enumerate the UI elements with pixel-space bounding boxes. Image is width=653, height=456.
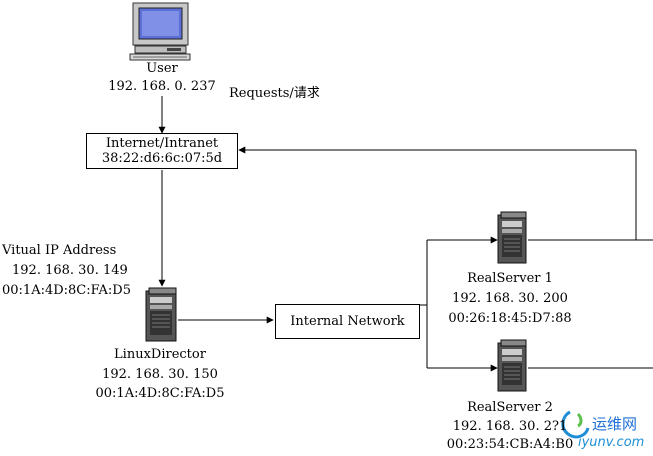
realserver2-mac: 00:23:54:CB:A4:B0 xyxy=(446,437,574,452)
realserver1-ip: 192. 168. 30. 200 xyxy=(452,291,568,306)
watermark-url: iyunv.com xyxy=(578,435,645,450)
vip-ip: 192. 168. 30. 149 xyxy=(12,263,128,278)
internet-title: Internet/Intranet xyxy=(105,136,219,151)
computer-icon xyxy=(129,2,191,61)
user-name: User xyxy=(146,61,178,76)
realserver2-name: RealServer 2 xyxy=(467,400,553,415)
internal-network-box: Internal Network xyxy=(275,304,420,339)
director-mac: 00:1A:4D:8C:FA:D5 xyxy=(95,386,225,401)
user-ip: 192. 168. 0. 237 xyxy=(108,79,216,94)
realserver1-name: RealServer 1 xyxy=(467,271,553,286)
internet-intranet-box: Internet/Intranet 38:22:d6:6c:07:5d xyxy=(86,133,238,169)
vip-title: Vitual IP Address xyxy=(2,243,117,258)
internet-mac: 38:22:d6:6c:07:5d xyxy=(101,151,223,166)
requests-label: Requests/请求 xyxy=(229,86,320,101)
server-icon-realserver2 xyxy=(497,339,527,392)
director-name: LinuxDirector xyxy=(114,347,206,362)
director-ip: 192. 168. 30. 150 xyxy=(102,367,218,382)
server-icon-realserver1 xyxy=(497,211,527,264)
vip-mac: 00:1A:4D:8C:FA:D5 xyxy=(2,283,131,298)
server-icon-director xyxy=(145,287,177,342)
watermark-logo-icon xyxy=(561,410,590,439)
realserver2-ip: 192. 168. 30. 2?1 xyxy=(452,419,568,434)
realserver1-mac: 00:26:18:45:D7:88 xyxy=(448,311,572,326)
watermark-text: 运维网 xyxy=(592,415,638,433)
